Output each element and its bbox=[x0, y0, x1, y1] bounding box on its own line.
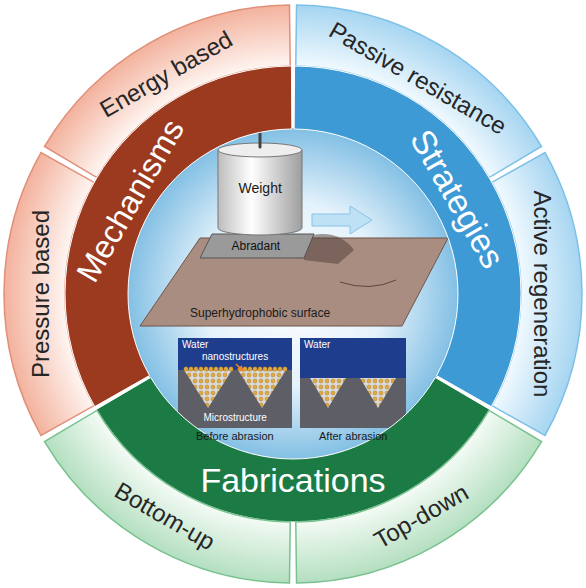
nanostructure-dot bbox=[258, 367, 262, 371]
nanostructure-dot bbox=[268, 367, 272, 371]
microstructure-label: Microstructure bbox=[204, 413, 267, 424]
nanostructure-dot bbox=[224, 367, 228, 371]
nanostructure-dot bbox=[229, 367, 233, 371]
abradant-label-box: Abradant bbox=[206, 236, 306, 256]
leader-arrow bbox=[236, 364, 243, 371]
water-label: Water bbox=[182, 340, 208, 351]
nanostructure-dot bbox=[214, 367, 218, 371]
nanostructure-dot bbox=[194, 367, 198, 371]
fabrication-segment-outline bbox=[296, 410, 542, 583]
nanostructure-dot bbox=[248, 367, 252, 371]
microstructure-cone bbox=[310, 378, 346, 408]
nanostructure-dot bbox=[209, 367, 213, 371]
strategy-segment-label: Active regeneration bbox=[529, 191, 554, 398]
panel-caption: Before abrasion bbox=[196, 431, 274, 443]
nanostructure-dot bbox=[263, 367, 267, 371]
mechanism-segment-label: Pressure based bbox=[28, 210, 53, 378]
abradant-pad bbox=[200, 234, 314, 258]
category-band-label: Fabrications bbox=[200, 463, 385, 499]
panel-ground bbox=[178, 338, 292, 428]
abradant-label: Abradant bbox=[232, 240, 281, 253]
nanostructure-dot bbox=[204, 367, 208, 371]
center-disc bbox=[127, 128, 459, 460]
motion-arrow bbox=[312, 206, 372, 234]
nanostructure-dot bbox=[273, 367, 277, 371]
surface-crack bbox=[340, 280, 396, 287]
category-band-outline bbox=[294, 66, 521, 407]
nanostructure-dot bbox=[199, 367, 203, 371]
microstructure-cone bbox=[184, 370, 232, 408]
water-label: Water bbox=[304, 340, 330, 351]
surface-label: Superhydrophobic surface bbox=[190, 307, 330, 320]
weight-cylinder bbox=[218, 150, 302, 235]
nanostructure-label: nanostructures bbox=[202, 352, 268, 363]
nanostructure-dot bbox=[283, 367, 287, 371]
nanostructure-bumps bbox=[184, 367, 287, 371]
before-panel: WaternanostructuresMicrostructureBefore … bbox=[178, 338, 292, 448]
nanostructure-dot bbox=[278, 367, 282, 371]
nanostructure-dot bbox=[253, 367, 257, 371]
weight-label: Weight bbox=[239, 181, 282, 196]
fabrication-segment-outline bbox=[45, 410, 291, 583]
water-layer bbox=[300, 338, 406, 378]
microstructure-cone bbox=[238, 370, 286, 408]
nanostructure-dot bbox=[219, 367, 223, 371]
category-band-outline bbox=[65, 66, 292, 407]
weight-label-box: Weight bbox=[218, 168, 302, 208]
panel-ground bbox=[300, 338, 406, 428]
water-layer bbox=[178, 338, 292, 370]
nanostructure-dot bbox=[189, 367, 193, 371]
panel-caption: After abrasion bbox=[319, 431, 387, 443]
nanostructure-dot bbox=[184, 367, 188, 371]
surface-label-box: Superhydrophobic surface bbox=[150, 304, 370, 322]
microstructure-cone bbox=[360, 378, 396, 408]
